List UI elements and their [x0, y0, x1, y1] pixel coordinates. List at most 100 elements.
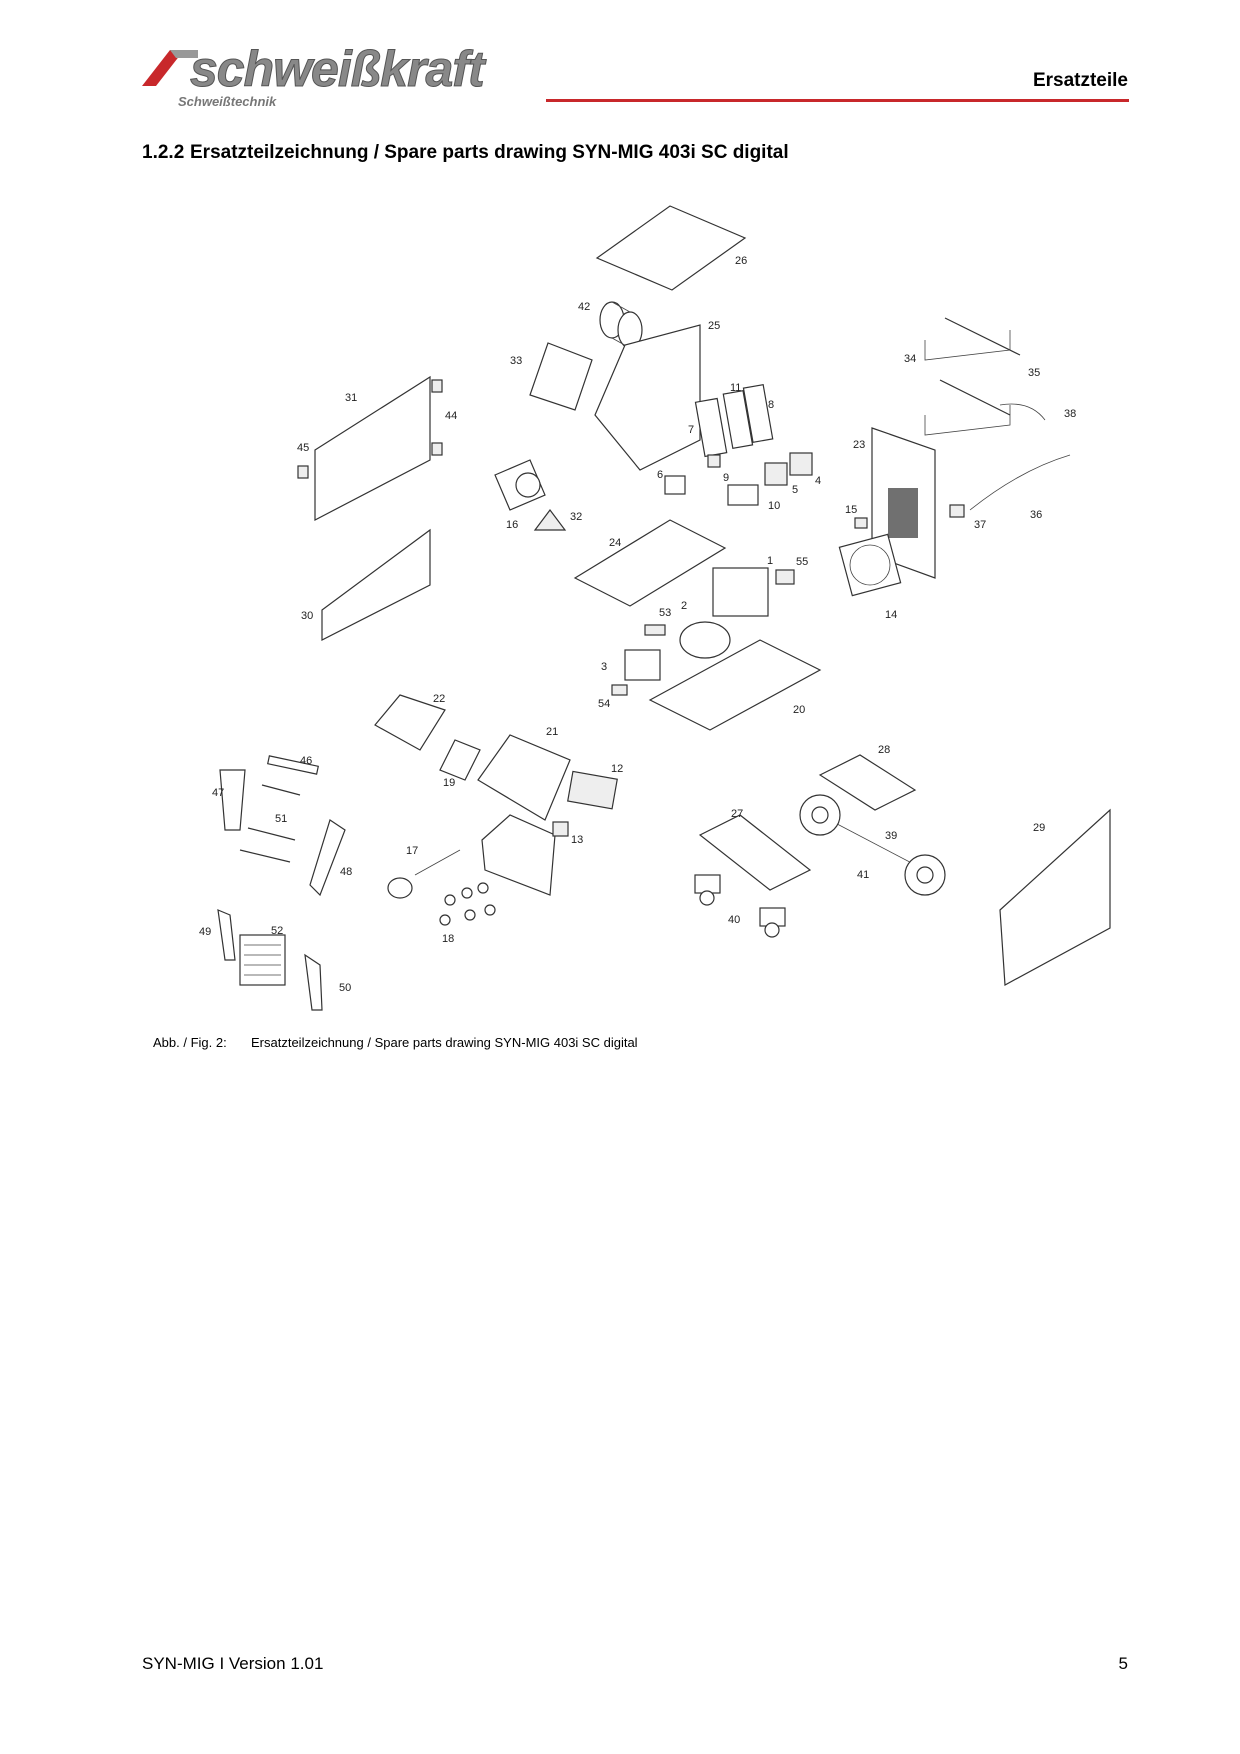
- callout-27: 27: [731, 808, 743, 820]
- heading-title: Ersatzteilzeichnung / Spare parts drawin…: [190, 142, 789, 163]
- part-board-8: [742, 383, 774, 444]
- callout-9: 9: [723, 472, 729, 484]
- callout-4: 4: [815, 475, 821, 487]
- part-handle-35b: [939, 379, 1011, 416]
- page-number: 5: [1118, 1654, 1128, 1673]
- part-9: [707, 454, 721, 468]
- callout-6: 6: [657, 469, 663, 481]
- callout-33: 33: [510, 355, 522, 367]
- callout-54: 54: [598, 698, 610, 710]
- part-transformer: [712, 567, 769, 617]
- callout-32: 32: [570, 511, 582, 523]
- callout-42: 42: [578, 301, 590, 313]
- callout-20: 20: [793, 704, 805, 716]
- part-wire-spool: [599, 301, 643, 349]
- callout-25: 25: [708, 320, 720, 332]
- part-side-panel-right: [999, 808, 1111, 986]
- callout-3: 3: [601, 661, 607, 673]
- callout-50: 50: [339, 982, 351, 994]
- part-51c: [239, 849, 291, 863]
- callout-29: 29: [1033, 822, 1045, 834]
- part-46: [267, 755, 319, 775]
- part-6: [664, 475, 686, 495]
- callout-37: 37: [974, 519, 986, 531]
- callout-14: 14: [885, 609, 897, 621]
- part-front-panel: [477, 734, 571, 821]
- part-55: [775, 569, 795, 585]
- callout-31: 31: [345, 392, 357, 404]
- part-casters: [694, 874, 786, 938]
- part-handle-bracket: [924, 330, 1011, 436]
- part-control-panel: [567, 770, 618, 810]
- callout-22: 22: [433, 693, 445, 705]
- brand-logo: schweißkraft Schweißtechnik: [140, 41, 535, 110]
- callout-2: 2: [681, 600, 687, 612]
- part-power-cable: [969, 454, 1071, 511]
- part-5: [764, 462, 788, 486]
- callout-18: 18: [442, 933, 454, 945]
- part-board-7: [694, 397, 728, 458]
- callout-51: 51: [275, 813, 287, 825]
- part-44b: [431, 442, 443, 456]
- callout-15: 15: [845, 504, 857, 516]
- callout-53: 53: [659, 607, 671, 619]
- part-connectors: [439, 882, 496, 926]
- part-37: [949, 504, 965, 518]
- heading-number: 1.2.2: [142, 142, 185, 163]
- callout-44: 44: [445, 410, 457, 422]
- part-48: [309, 819, 346, 897]
- part-base-plate: [573, 519, 727, 607]
- part-choke: [624, 649, 661, 681]
- callout-35: 35: [1028, 367, 1040, 379]
- part-front-lower: [321, 528, 431, 641]
- callout-40: 40: [728, 914, 740, 926]
- callout-19: 19: [443, 777, 455, 789]
- section-label: Ersatzteile: [1032, 70, 1128, 91]
- callout-5: 5: [792, 484, 798, 496]
- callout-8: 8: [768, 399, 774, 411]
- part-side-panel-left: [314, 375, 431, 521]
- part-54: [611, 684, 628, 696]
- callout-28: 28: [878, 744, 890, 756]
- part-49: [217, 909, 236, 961]
- callout-45: 45: [297, 442, 309, 454]
- part-back-grille: [888, 488, 918, 538]
- part-44a: [431, 379, 443, 393]
- callout-13: 13: [571, 834, 583, 846]
- part-euro-socket: [387, 877, 413, 899]
- part-feeder-cover: [529, 342, 593, 411]
- figure-caption: Abb. / Fig. 2:Ersatzteilzeichnung / Spar…: [153, 1035, 638, 1050]
- callout-41: 41: [857, 869, 869, 881]
- part-handle-35a: [944, 317, 1021, 356]
- part-53: [644, 624, 666, 636]
- callout-21: 21: [546, 726, 558, 738]
- part-front-frame: [374, 694, 446, 751]
- callout-47: 47: [212, 787, 224, 799]
- footer-version: SYN-MIG I Version 1.01: [142, 1654, 324, 1673]
- callout-7: 7: [688, 424, 694, 436]
- part-middle-wall: [594, 324, 701, 471]
- callout-49: 49: [199, 926, 211, 938]
- part-51a: [261, 784, 301, 796]
- logo-wordmark: schweißkraft: [190, 41, 486, 98]
- callout-39: 39: [885, 830, 897, 842]
- part-32: [533, 509, 567, 531]
- callout-26: 26: [735, 255, 747, 267]
- part-fan: [838, 533, 902, 597]
- part-feeder-roll: [515, 472, 541, 498]
- part-4: [789, 452, 813, 476]
- callout-23: 23: [853, 439, 865, 451]
- part-47: [219, 769, 246, 831]
- part-cable-38: [999, 403, 1046, 421]
- part-display-window: [439, 739, 481, 781]
- part-top-cover: [595, 205, 747, 291]
- part-board-11: [722, 389, 754, 450]
- callout-11: 11: [730, 382, 741, 394]
- callout-17: 17: [406, 845, 418, 857]
- callout-10: 10: [768, 500, 780, 512]
- header-divider: [546, 99, 1129, 102]
- part-bottom-plate: [648, 639, 822, 731]
- callout-55: 55: [796, 556, 808, 568]
